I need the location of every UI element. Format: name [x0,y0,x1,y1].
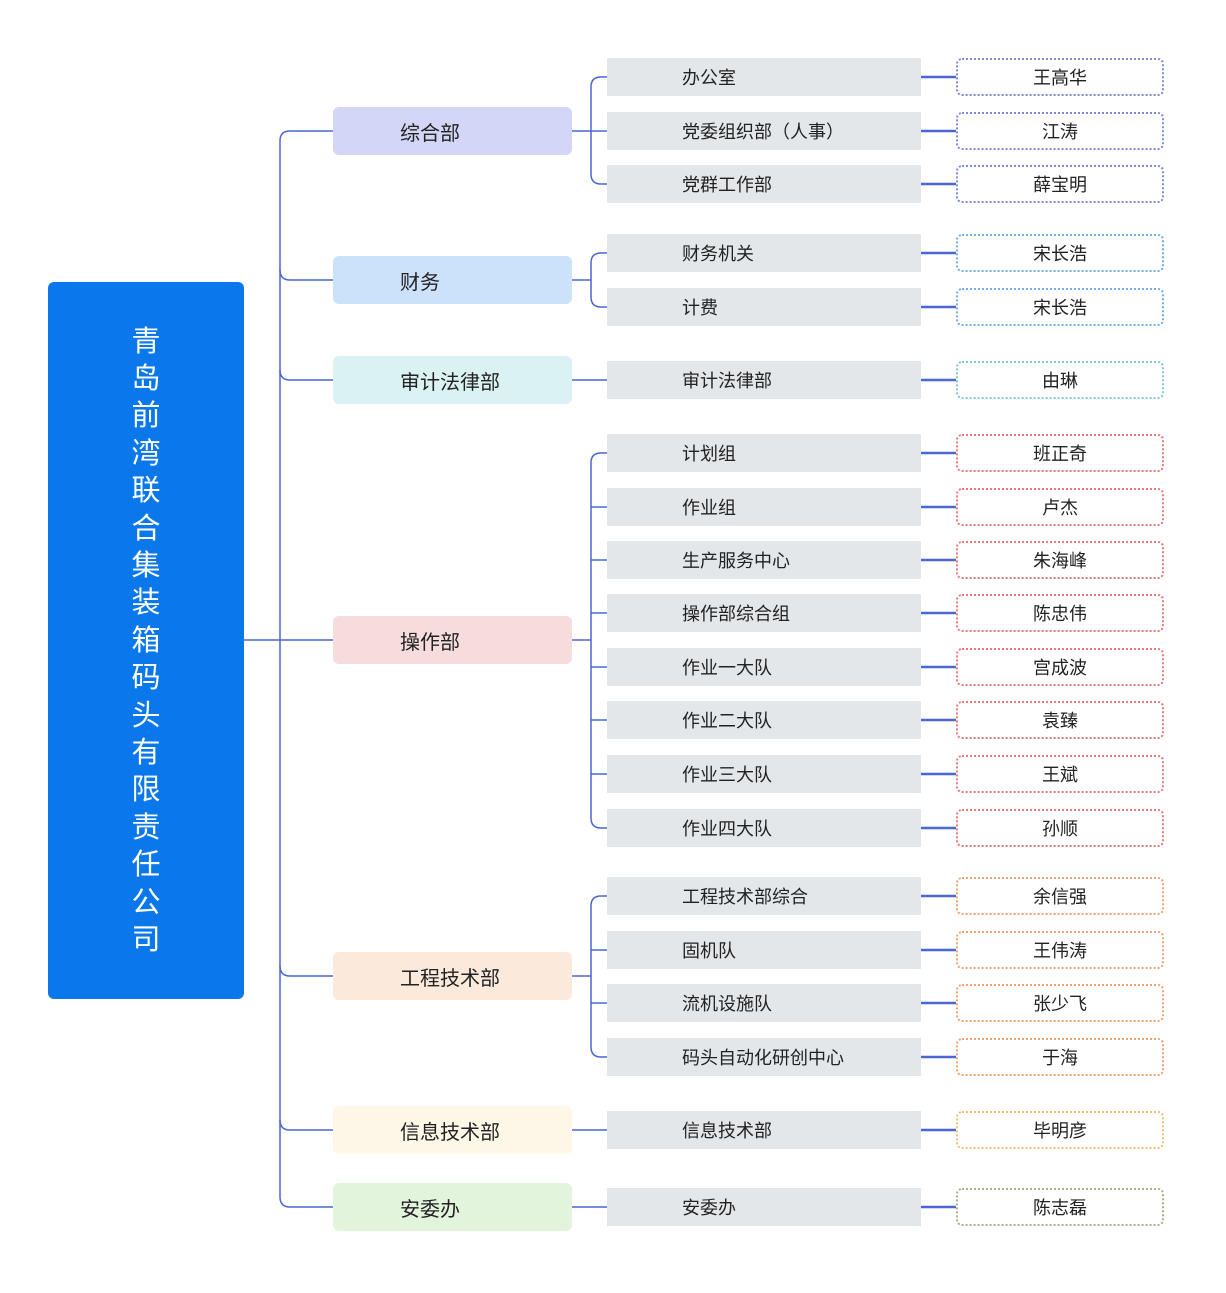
sub-unit-node: 信息技术部 [607,1111,921,1149]
connector-line [279,1119,333,1131]
sub-unit-node: 固机队 [607,931,921,969]
unit-lead-node: 张少飞 [956,984,1164,1022]
root-title-char: 司 [131,922,161,957]
sub-unit-node: 操作部综合组 [607,594,921,632]
root-title-char: 有 [131,735,161,770]
sub-unit-node: 作业二大队 [607,701,921,739]
sub-unit-node: 财务机关 [607,234,921,272]
unit-lead-node: 卢杰 [956,488,1164,526]
connector-line [279,130,333,142]
unit-lead-node: 袁臻 [956,701,1164,739]
sub-unit-node: 作业三大队 [607,755,921,793]
unit-lead-node: 毕明彦 [956,1111,1164,1149]
department-node: 工程技术部 [333,952,572,1000]
unit-lead-node: 宫成波 [956,648,1164,686]
root-title-char: 装 [131,585,161,620]
root-title-char: 任 [131,847,161,882]
sub-unit-node: 作业四大队 [607,809,921,847]
root-title-char: 责 [131,809,161,844]
connector-line [279,965,333,977]
unit-lead-node: 陈志磊 [956,1188,1164,1226]
sub-unit-node: 计费 [607,288,921,326]
unit-lead-node: 王高华 [956,58,1164,96]
unit-lead-node: 于海 [956,1038,1164,1076]
unit-lead-node: 薛宝明 [956,165,1164,203]
root-title-char: 前 [131,398,161,433]
root-company-node: 青岛前湾联合集装箱码头有限责任公司 [48,282,244,999]
root-title-char: 集 [131,547,161,582]
unit-lead-node: 王伟涛 [956,931,1164,969]
root-title-char: 青 [131,323,161,358]
department-node: 操作部 [333,616,572,664]
sub-unit-node: 审计法律部 [607,361,921,399]
unit-lead-node: 江涛 [956,112,1164,150]
unit-lead-node: 余信强 [956,877,1164,915]
sub-unit-node: 作业一大队 [607,648,921,686]
department-node: 综合部 [333,107,572,155]
unit-lead-node: 宋长浩 [956,288,1164,326]
unit-lead-node: 由琳 [956,361,1164,399]
root-title-char: 公 [131,884,161,919]
root-title: 青岛前湾联合集装箱码头有限责任公司 [131,323,160,959]
root-title-char: 箱 [131,622,161,657]
root-title-char: 岛 [131,360,161,395]
root-title-char: 头 [131,697,161,732]
sub-unit-node: 安委办 [607,1188,921,1226]
sub-unit-node: 办公室 [607,58,921,96]
department-node: 财务 [333,256,572,304]
root-title-char: 合 [131,510,161,545]
sub-unit-node: 作业组 [607,488,921,526]
department-node: 审计法律部 [333,356,572,404]
sub-unit-node: 党委组织部（人事） [607,112,921,150]
unit-lead-node: 班正奇 [956,434,1164,472]
unit-lead-node: 孙顺 [956,809,1164,847]
sub-unit-node: 计划组 [607,434,921,472]
connector-line [279,369,333,381]
connector-line [279,269,333,281]
sub-unit-node: 生产服务中心 [607,541,921,579]
sub-unit-node: 码头自动化研创中心 [607,1038,921,1076]
root-title-char: 湾 [131,435,161,470]
connector-line [590,895,607,1058]
root-title-char: 联 [131,473,161,508]
connector-line [279,1196,333,1208]
connector-line [590,452,607,829]
root-title-char: 码 [131,660,161,695]
sub-unit-node: 党群工作部 [607,165,921,203]
connector-line [590,252,607,308]
sub-unit-node: 流机设施队 [607,984,921,1022]
unit-lead-node: 宋长浩 [956,234,1164,272]
unit-lead-node: 王斌 [956,755,1164,793]
department-node: 安委办 [333,1183,572,1231]
unit-lead-node: 朱海峰 [956,541,1164,579]
sub-unit-node: 工程技术部综合 [607,877,921,915]
department-node: 信息技术部 [333,1106,572,1154]
unit-lead-node: 陈忠伟 [956,594,1164,632]
root-title-char: 限 [131,772,161,807]
